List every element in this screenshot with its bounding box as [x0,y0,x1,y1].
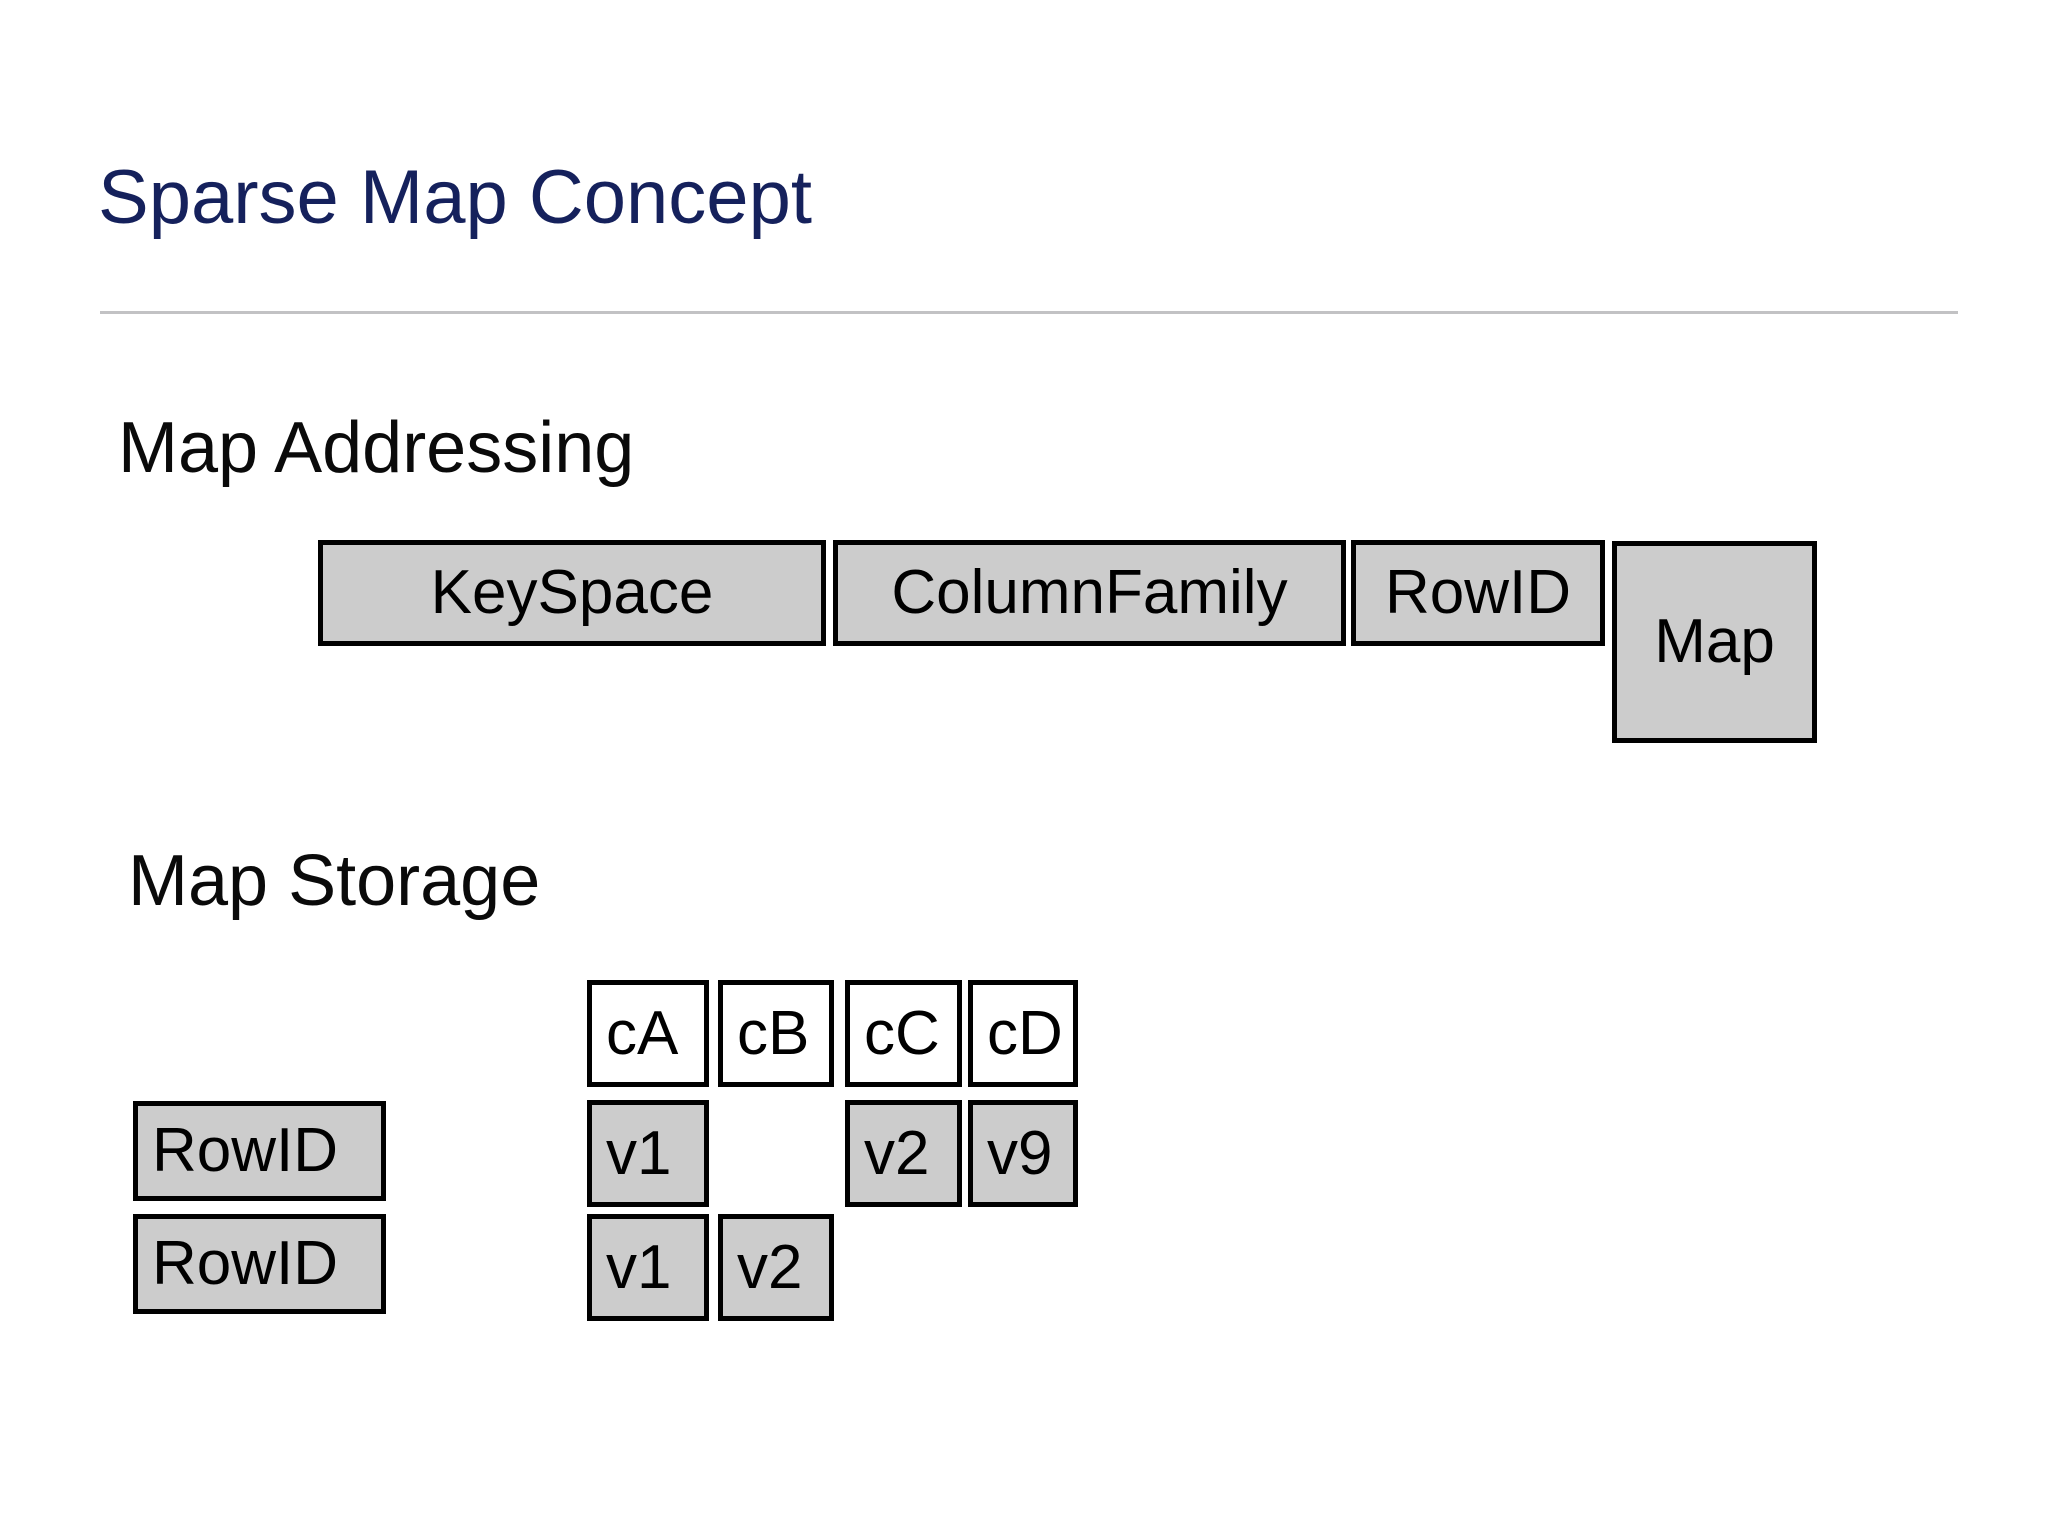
storage-cell-row1-cc: v2 [845,1100,962,1207]
page-title: Sparse Map Concept [98,155,812,240]
storage-column-header-cc-label: cC [864,998,940,1068]
storage-cell-row2-cb-value: v2 [737,1232,803,1302]
storage-row-label-2-text: RowID [152,1229,339,1298]
storage-cell-row1-cc-value: v2 [864,1118,930,1188]
addressing-box-columnfamily: ColumnFamily [833,540,1346,646]
storage-cell-row1-ca-value: v1 [606,1118,672,1188]
addressing-box-keyspace-label: KeySpace [430,558,714,627]
title-divider [100,311,1958,314]
section-heading-map-storage: Map Storage [128,841,541,921]
storage-row-label-1: RowID [133,1101,386,1201]
addressing-box-columnfamily-label: ColumnFamily [891,558,1288,627]
storage-row-label-2: RowID [133,1214,386,1314]
addressing-box-rowid-label: RowID [1384,558,1572,627]
storage-cell-row1-cd: v9 [968,1100,1078,1207]
addressing-box-map: Map [1612,541,1817,743]
storage-cell-row1-cd-value: v9 [987,1118,1053,1188]
storage-cell-row2-cb: v2 [718,1214,834,1321]
section-heading-map-addressing: Map Addressing [118,408,635,488]
storage-column-header-cc: cC [845,980,962,1087]
storage-cell-row1-ca: v1 [587,1100,709,1207]
storage-row-label-1-text: RowID [152,1116,339,1185]
storage-column-header-cb-label: cB [737,998,810,1068]
storage-column-header-cd: cD [968,980,1078,1087]
storage-cell-row2-ca: v1 [587,1214,709,1321]
addressing-box-map-label: Map [1654,607,1775,676]
storage-column-header-ca-label: cA [606,998,679,1068]
storage-cell-row2-ca-value: v1 [606,1232,672,1302]
storage-column-header-cb: cB [718,980,834,1087]
storage-column-header-ca: cA [587,980,709,1087]
addressing-box-keyspace: KeySpace [318,540,826,646]
addressing-box-rowid: RowID [1351,540,1605,646]
storage-column-header-cd-label: cD [987,998,1063,1068]
